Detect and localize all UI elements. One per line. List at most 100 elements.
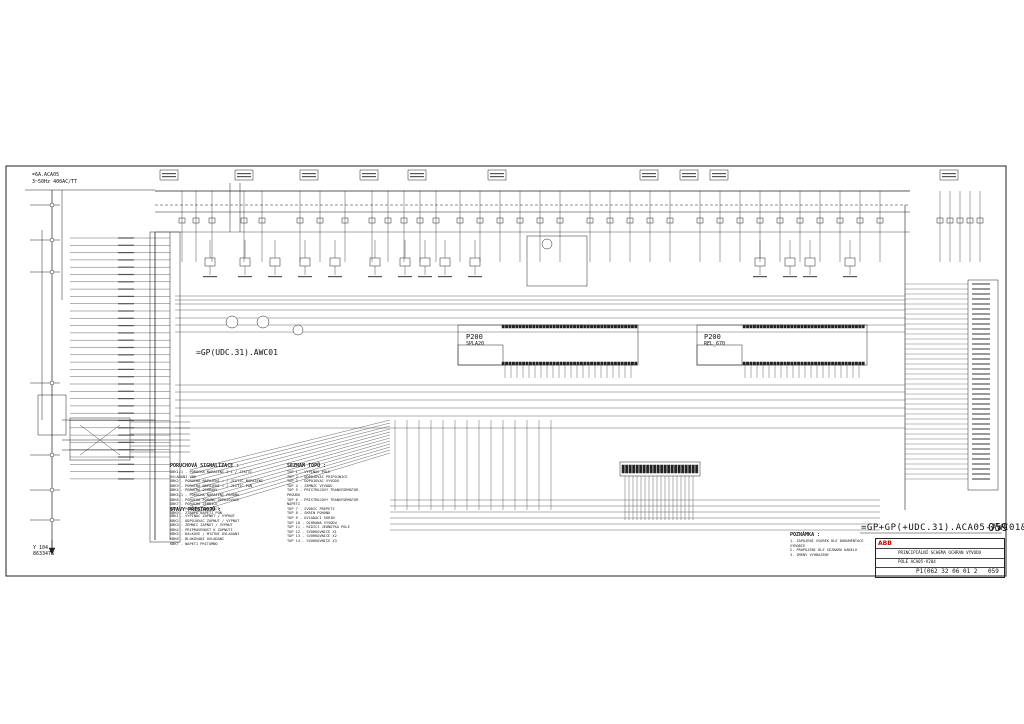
module-terminal	[858, 324, 862, 329]
row-tag	[972, 323, 990, 325]
module-terminal	[810, 361, 814, 366]
module-terminal	[759, 361, 763, 366]
relay-coil	[469, 257, 481, 267]
module-terminal	[817, 324, 821, 329]
module-terminal	[831, 361, 835, 366]
routed-wire	[189, 419, 391, 471]
module-terminal	[610, 361, 614, 366]
terminal	[632, 464, 636, 474]
module-terminal	[576, 324, 580, 329]
module-left-title: P200	[466, 333, 483, 341]
module-terminal	[624, 324, 628, 329]
bottom-left-code: 8633478	[33, 551, 55, 557]
header-tag-box	[939, 169, 959, 181]
row-tag	[972, 283, 990, 285]
row-tag	[972, 333, 990, 335]
module-terminal	[586, 361, 590, 366]
module-terminal	[797, 361, 801, 366]
routed-wire	[189, 425, 391, 479]
row-tag	[972, 373, 990, 375]
row-tag	[118, 368, 134, 370]
legend-device-states-line: KBK4 - PRIPRAVENOST K ZAPNUTI	[170, 527, 233, 532]
row-tag	[972, 303, 990, 305]
legend-fault-signals-line: DBK1/1 - PORUCHA NAPAJENI 3~1 / JISTIC O…	[170, 470, 253, 479]
header-tag-box	[407, 169, 427, 181]
fuse-symbol	[316, 217, 324, 224]
notes: POZNÁMKA : 1. ZAPOJENI SVOREK DLE DOKUME…	[790, 532, 870, 557]
fuse-symbol	[716, 217, 724, 224]
notes-title: POZNÁMKA :	[790, 532, 821, 538]
relay-tag	[368, 276, 382, 278]
terminal	[635, 464, 639, 474]
module-terminal	[746, 361, 750, 366]
module-terminal	[848, 324, 852, 329]
module-terminal	[793, 361, 797, 366]
module-terminal	[535, 324, 539, 329]
legend-tops-line: TOP 13 - SVORKOVNICE X2	[287, 534, 337, 539]
row-tag	[118, 419, 134, 422]
row-tag	[972, 403, 990, 405]
terminal-strip-left	[149, 231, 181, 543]
terminal	[656, 464, 660, 474]
component-layer	[37, 169, 999, 555]
terminal-strip-right	[967, 279, 999, 491]
relay-coil	[754, 257, 766, 267]
fuse-symbol	[208, 217, 216, 224]
module-terminal	[586, 324, 590, 329]
row-tag	[972, 458, 990, 460]
header-tag-text	[162, 176, 176, 178]
breaker-contact	[49, 237, 55, 243]
module-terminal	[814, 361, 818, 366]
row-tag	[972, 363, 990, 365]
module-terminal	[769, 361, 773, 366]
module-terminal	[603, 324, 607, 329]
module-terminal	[624, 361, 628, 366]
row-tag	[118, 295, 134, 297]
relay-coil	[804, 257, 816, 267]
legend-device-states-line: KBK2 - ODPOJOVAC ZAPNUT / VYPNUT	[170, 518, 240, 523]
module-terminal	[780, 361, 784, 366]
module-terminal	[827, 324, 831, 329]
relay-coil	[419, 257, 431, 267]
module-terminal	[532, 324, 536, 329]
meter-symbol	[225, 315, 239, 329]
module-terminal	[613, 361, 617, 366]
fuse-symbol	[606, 217, 614, 224]
fuse-symbol	[836, 217, 844, 224]
selector-panel	[526, 235, 588, 287]
module-terminal	[810, 324, 814, 329]
legend-tops-line: TOP 14 - SVORKOVNICE X3	[287, 538, 337, 543]
module-terminal	[752, 324, 756, 329]
relay-coil	[844, 257, 856, 267]
row-tag	[972, 358, 990, 360]
row-tag	[972, 463, 990, 465]
header-tag-text	[490, 176, 504, 178]
relay-coil	[784, 257, 796, 267]
row-tag	[118, 288, 134, 290]
module-terminal	[545, 361, 549, 366]
routed-wire	[189, 422, 391, 475]
legend-tops-line: TOP 12 - SVORKOVNICE X1	[287, 529, 337, 534]
legend-tops-line: TOP 1 - VYPINAC POLE	[287, 470, 331, 474]
module-terminal	[756, 324, 760, 329]
fuse-symbol	[646, 217, 654, 224]
notes-line: 1. ZAPOJENI SVOREK DLE DOKUMENTACE VYROB…	[790, 539, 864, 548]
row-tag	[972, 378, 990, 380]
module-terminal	[515, 361, 519, 366]
routed-wire	[189, 431, 391, 487]
breaker-contact	[49, 487, 55, 493]
module-terminal	[834, 361, 838, 366]
module-terminal	[579, 361, 583, 366]
module-terminal	[525, 324, 529, 329]
row-tag	[118, 478, 134, 480]
selector-symbol	[541, 238, 553, 250]
module-terminal	[841, 324, 845, 329]
relay-reference-left: =GP(UDC.31).AWC01	[196, 348, 278, 357]
header-tag-box	[487, 169, 507, 181]
fuse-symbol	[296, 217, 304, 224]
header-tag-box	[679, 169, 699, 181]
module-terminal	[766, 361, 770, 366]
fuse-symbol	[976, 217, 984, 224]
legend-fault-signals-line: DBK3 - PORUCHA NAPAJENI = / JISTIC PON	[170, 483, 253, 488]
label-tick-layer	[118, 173, 990, 480]
